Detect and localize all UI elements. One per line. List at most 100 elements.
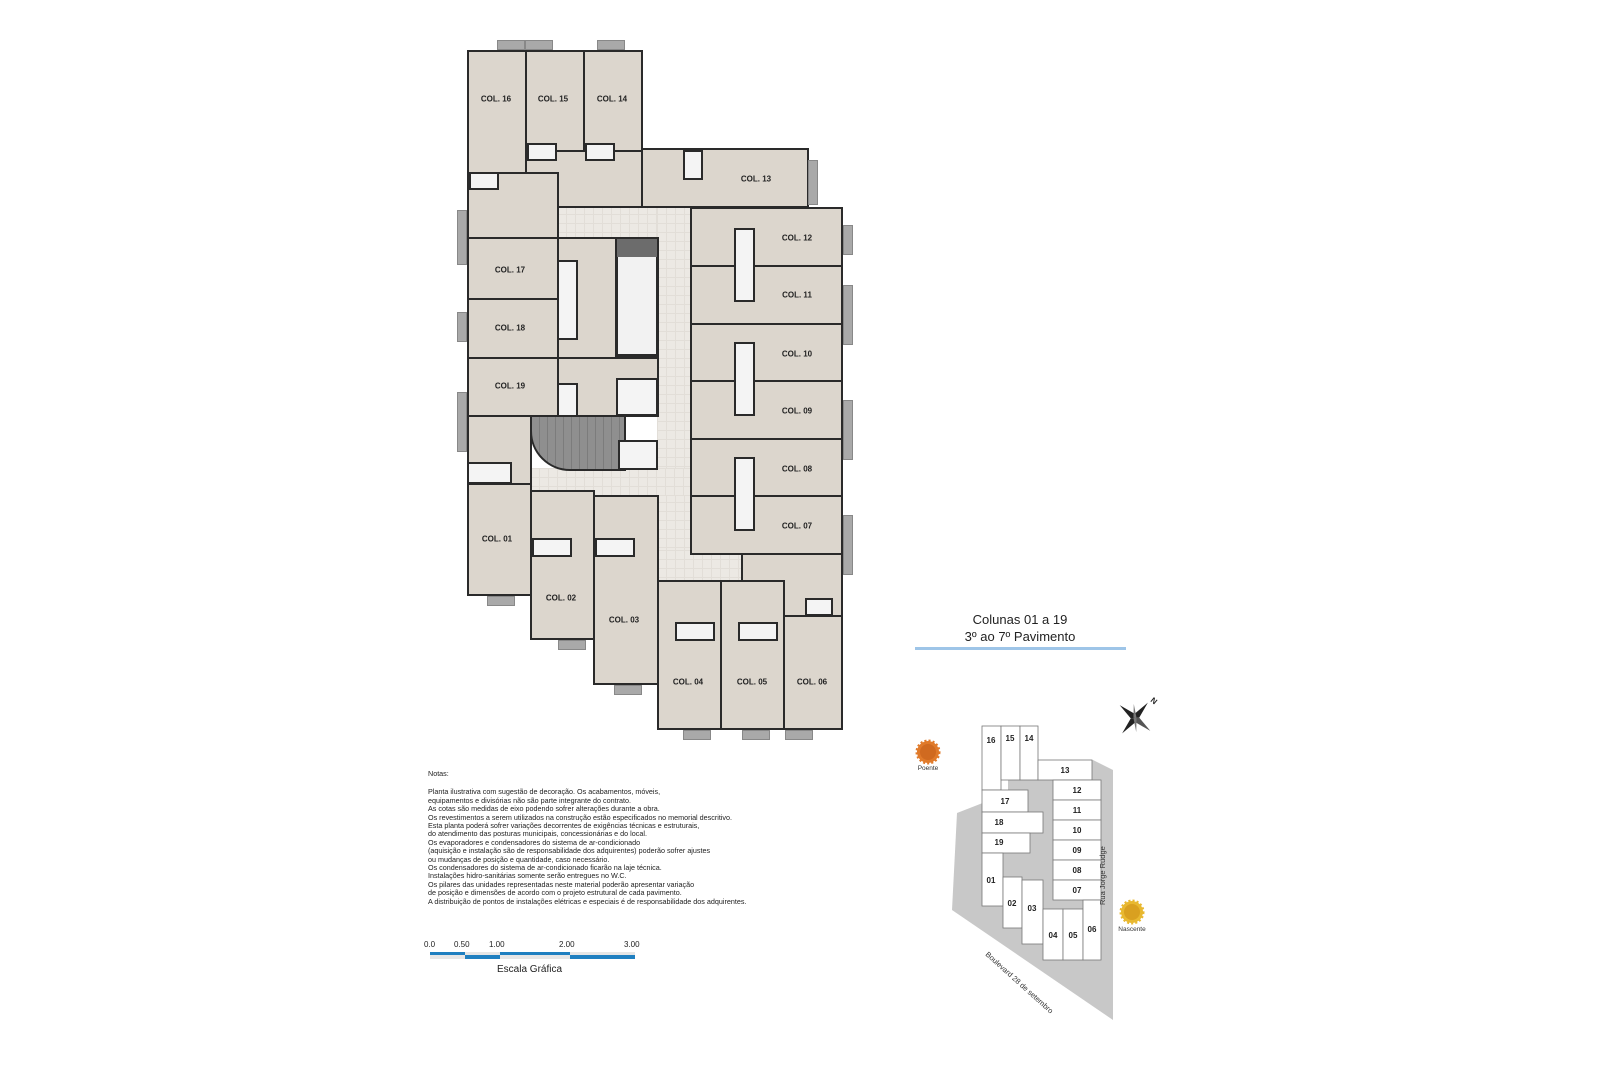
key-unit-05: 05 bbox=[1069, 931, 1078, 940]
key-unit-01: 01 bbox=[987, 876, 996, 885]
unit-label: COL. 19 bbox=[494, 381, 526, 391]
key-unit-06: 06 bbox=[1088, 925, 1097, 934]
sunrise-sun-icon bbox=[1119, 899, 1145, 925]
plan-title-line2: 3º ao 7º Pavimento bbox=[964, 629, 1076, 644]
condenser-slot bbox=[742, 730, 770, 740]
notes-line: de posição e dimensões de acordo com o p… bbox=[428, 888, 682, 898]
scale-tick-label: 0.0 bbox=[424, 940, 436, 949]
scale-tick-label: 1.00 bbox=[489, 940, 505, 949]
unit-label: COL. 07 bbox=[781, 521, 813, 531]
unit-col-15 bbox=[525, 50, 585, 152]
condenser-slot bbox=[843, 285, 853, 345]
notes-line: As cotas são medidas de eixo podendo sof… bbox=[428, 804, 660, 814]
bathroom bbox=[585, 143, 615, 161]
bathroom bbox=[683, 150, 703, 180]
key-unit-13: 13 bbox=[1061, 766, 1070, 775]
unit-col-12 bbox=[690, 207, 843, 267]
notes-line: A distribuição de pontos de instalações … bbox=[428, 896, 747, 906]
north-label: N bbox=[1149, 696, 1159, 707]
unit-label: COL. 12 bbox=[781, 233, 813, 243]
sunset-sun-icon bbox=[915, 739, 941, 765]
notes-line: Os revestimentos a serem utilizados na c… bbox=[428, 812, 733, 822]
corridor bbox=[657, 550, 743, 582]
key-unit-04: 04 bbox=[1049, 931, 1058, 940]
unit-label: COL. 03 bbox=[608, 615, 640, 625]
notes: Notas: Planta ilustrativa com sugestão d… bbox=[428, 769, 747, 906]
elevator-machine bbox=[617, 239, 657, 257]
scale-tick-label: 2.00 bbox=[559, 940, 575, 949]
key-unit-09: 09 bbox=[1073, 846, 1082, 855]
condenser-slot bbox=[614, 685, 642, 695]
condenser-slot bbox=[785, 730, 813, 740]
scale-label: Escala Gráfica bbox=[497, 964, 563, 975]
notes-line: (aquisição e instalação são de responsab… bbox=[428, 846, 711, 856]
unit-col-11 bbox=[690, 265, 843, 325]
bathroom bbox=[675, 622, 715, 641]
notes-line: Planta ilustrativa com sugestão de decor… bbox=[428, 787, 661, 797]
key-unit-16: 16 bbox=[987, 736, 996, 745]
condenser-slot bbox=[457, 312, 467, 342]
bathroom bbox=[595, 538, 635, 557]
unit-col-09 bbox=[690, 380, 843, 440]
unit-label: COL. 09 bbox=[781, 406, 813, 416]
unit-label: COL. 08 bbox=[781, 464, 813, 474]
notes-lines: Planta ilustrativa com sugestão de decor… bbox=[428, 787, 747, 906]
bathroom bbox=[734, 228, 755, 302]
condenser-slot bbox=[843, 400, 853, 460]
key-unit-19: 19 bbox=[995, 838, 1004, 847]
unit-area bbox=[467, 415, 532, 485]
sunrise-label: Nascente bbox=[1118, 926, 1146, 933]
unit-label: COL. 05 bbox=[736, 677, 768, 687]
unit-col-07 bbox=[690, 495, 843, 555]
unit-label: COL. 01 bbox=[481, 534, 513, 544]
unit-label: COL. 18 bbox=[494, 323, 526, 333]
notes-line: Instalações hidro-sanitárias somente ser… bbox=[428, 871, 627, 881]
condenser-slot bbox=[597, 40, 625, 50]
unit-col-16 bbox=[467, 50, 527, 175]
condenser-slot bbox=[497, 40, 525, 50]
key-unit-03: 03 bbox=[1028, 904, 1037, 913]
key-unit-10: 10 bbox=[1073, 826, 1082, 835]
elevator-shaft bbox=[615, 237, 659, 357]
condenser-slot bbox=[683, 730, 711, 740]
condenser-slot bbox=[457, 392, 467, 452]
unit-label: COL. 02 bbox=[545, 593, 577, 603]
key-unit-18: 18 bbox=[995, 818, 1004, 827]
street-label-right: Rua Jorge Rudge bbox=[1098, 846, 1107, 905]
key-unit-11: 11 bbox=[1073, 806, 1082, 815]
bathroom bbox=[738, 622, 778, 641]
unit-col-01 bbox=[467, 483, 532, 596]
scale-tick-label: 0.50 bbox=[454, 940, 470, 949]
title-underline bbox=[915, 647, 1126, 650]
bathroom bbox=[616, 378, 658, 416]
key-unit-12: 12 bbox=[1073, 786, 1082, 795]
bathroom bbox=[527, 143, 557, 161]
scale-bar bbox=[430, 952, 635, 959]
unit-label: COL. 06 bbox=[796, 677, 828, 687]
bathroom bbox=[734, 342, 755, 416]
notes-line: Os condensadores do sistema de ar-condic… bbox=[428, 863, 662, 873]
scale-tick-label: 3.00 bbox=[624, 940, 640, 949]
key-unit-17: 17 bbox=[1001, 797, 1010, 806]
key-unit-14: 14 bbox=[1025, 734, 1034, 743]
notes-line: ou mudanças de posição e quantidade, cas… bbox=[428, 854, 610, 864]
unit-label: COL. 17 bbox=[494, 265, 526, 275]
notes-heading: Notas: bbox=[428, 769, 449, 778]
shaft bbox=[618, 440, 658, 470]
bathroom bbox=[557, 260, 578, 340]
key-unit-02: 02 bbox=[1008, 899, 1017, 908]
notes-line: do atendimento das posturas municipais, … bbox=[428, 829, 647, 839]
key-unit-08: 08 bbox=[1073, 866, 1082, 875]
condenser-slot bbox=[558, 640, 586, 650]
key-unit-07: 07 bbox=[1073, 886, 1082, 895]
bathroom bbox=[532, 538, 572, 557]
notes-line: Os pilares das unidades representadas ne… bbox=[428, 879, 695, 889]
condenser-slot bbox=[843, 225, 853, 255]
condenser-slot bbox=[487, 596, 515, 606]
sunset-label: Poente bbox=[918, 765, 939, 772]
corridor bbox=[657, 205, 691, 583]
key-unit-15: 15 bbox=[1006, 734, 1015, 743]
unit-label: COL. 11 bbox=[782, 290, 812, 300]
unit-label: COL. 04 bbox=[672, 677, 704, 687]
notes-line: equipamentos e divisórias não são parte … bbox=[428, 795, 631, 805]
